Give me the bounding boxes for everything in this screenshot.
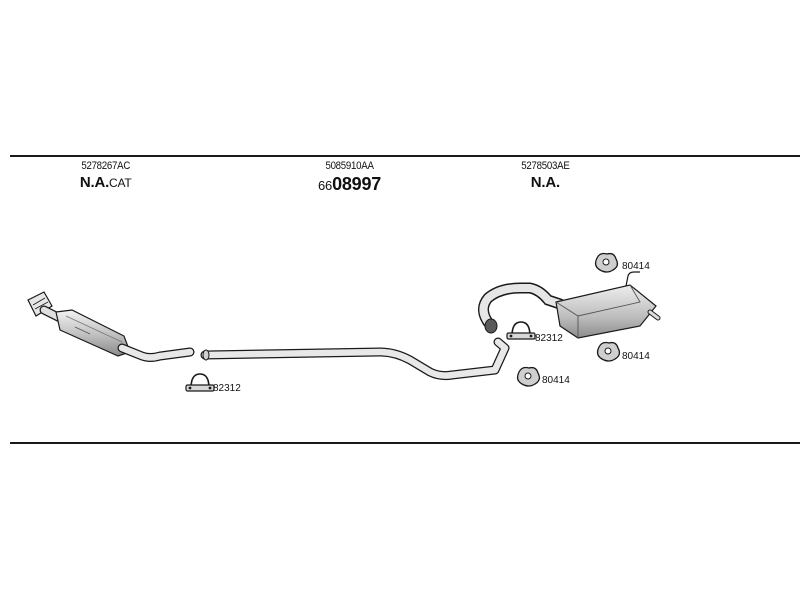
middle-pipe-inlet: [202, 349, 210, 361]
callout-hanger-bottom: 80414: [622, 351, 650, 362]
middle-pipe-label: 5085910AA 6608997: [318, 160, 381, 195]
catalytic-converter-label: 5278267AC N.A.CAT: [78, 160, 133, 191]
callout-clamp-left: 82312: [213, 383, 241, 394]
middle-pipe-part: [200, 337, 510, 381]
rear-muffler-label: 5278503AE N.A.: [518, 160, 573, 191]
top-divider: [10, 155, 800, 157]
muffler-hanger-rod: [625, 271, 640, 287]
part-code-rear: N.A.: [530, 174, 560, 191]
hanger-top-icon: [594, 252, 619, 273]
callout-hanger-top: 80414: [622, 261, 650, 272]
bottom-divider: [10, 442, 800, 444]
part-code-cat-suffix: CAT: [109, 176, 132, 190]
part-code-mid-main: 08997: [332, 174, 382, 194]
callout-hanger-mid: 80414: [542, 375, 570, 386]
hanger-mid-icon: [516, 366, 541, 387]
part-number-cat: 5278267AC: [81, 160, 131, 172]
part-code-mid-prefix: 66: [318, 178, 333, 193]
clamp-left-icon: [185, 373, 215, 392]
catalytic-converter-part: [27, 291, 195, 362]
rear-muffler-part: [478, 271, 661, 339]
part-number-rear: 5278503AE: [521, 160, 570, 172]
part-code-mid: 6608997: [318, 174, 381, 195]
inlet-flange: [27, 291, 53, 317]
part-code-cat-main: N.A.: [79, 174, 110, 191]
part-number-mid: 5085910AA: [325, 160, 374, 172]
hanger-bottom-icon: [596, 341, 621, 362]
part-code-cat: N.A.CAT: [78, 174, 133, 191]
clamp-right-icon: [506, 321, 536, 340]
callout-clamp-right: 82312: [535, 333, 563, 344]
muffler-inlet-opening: [484, 318, 498, 334]
